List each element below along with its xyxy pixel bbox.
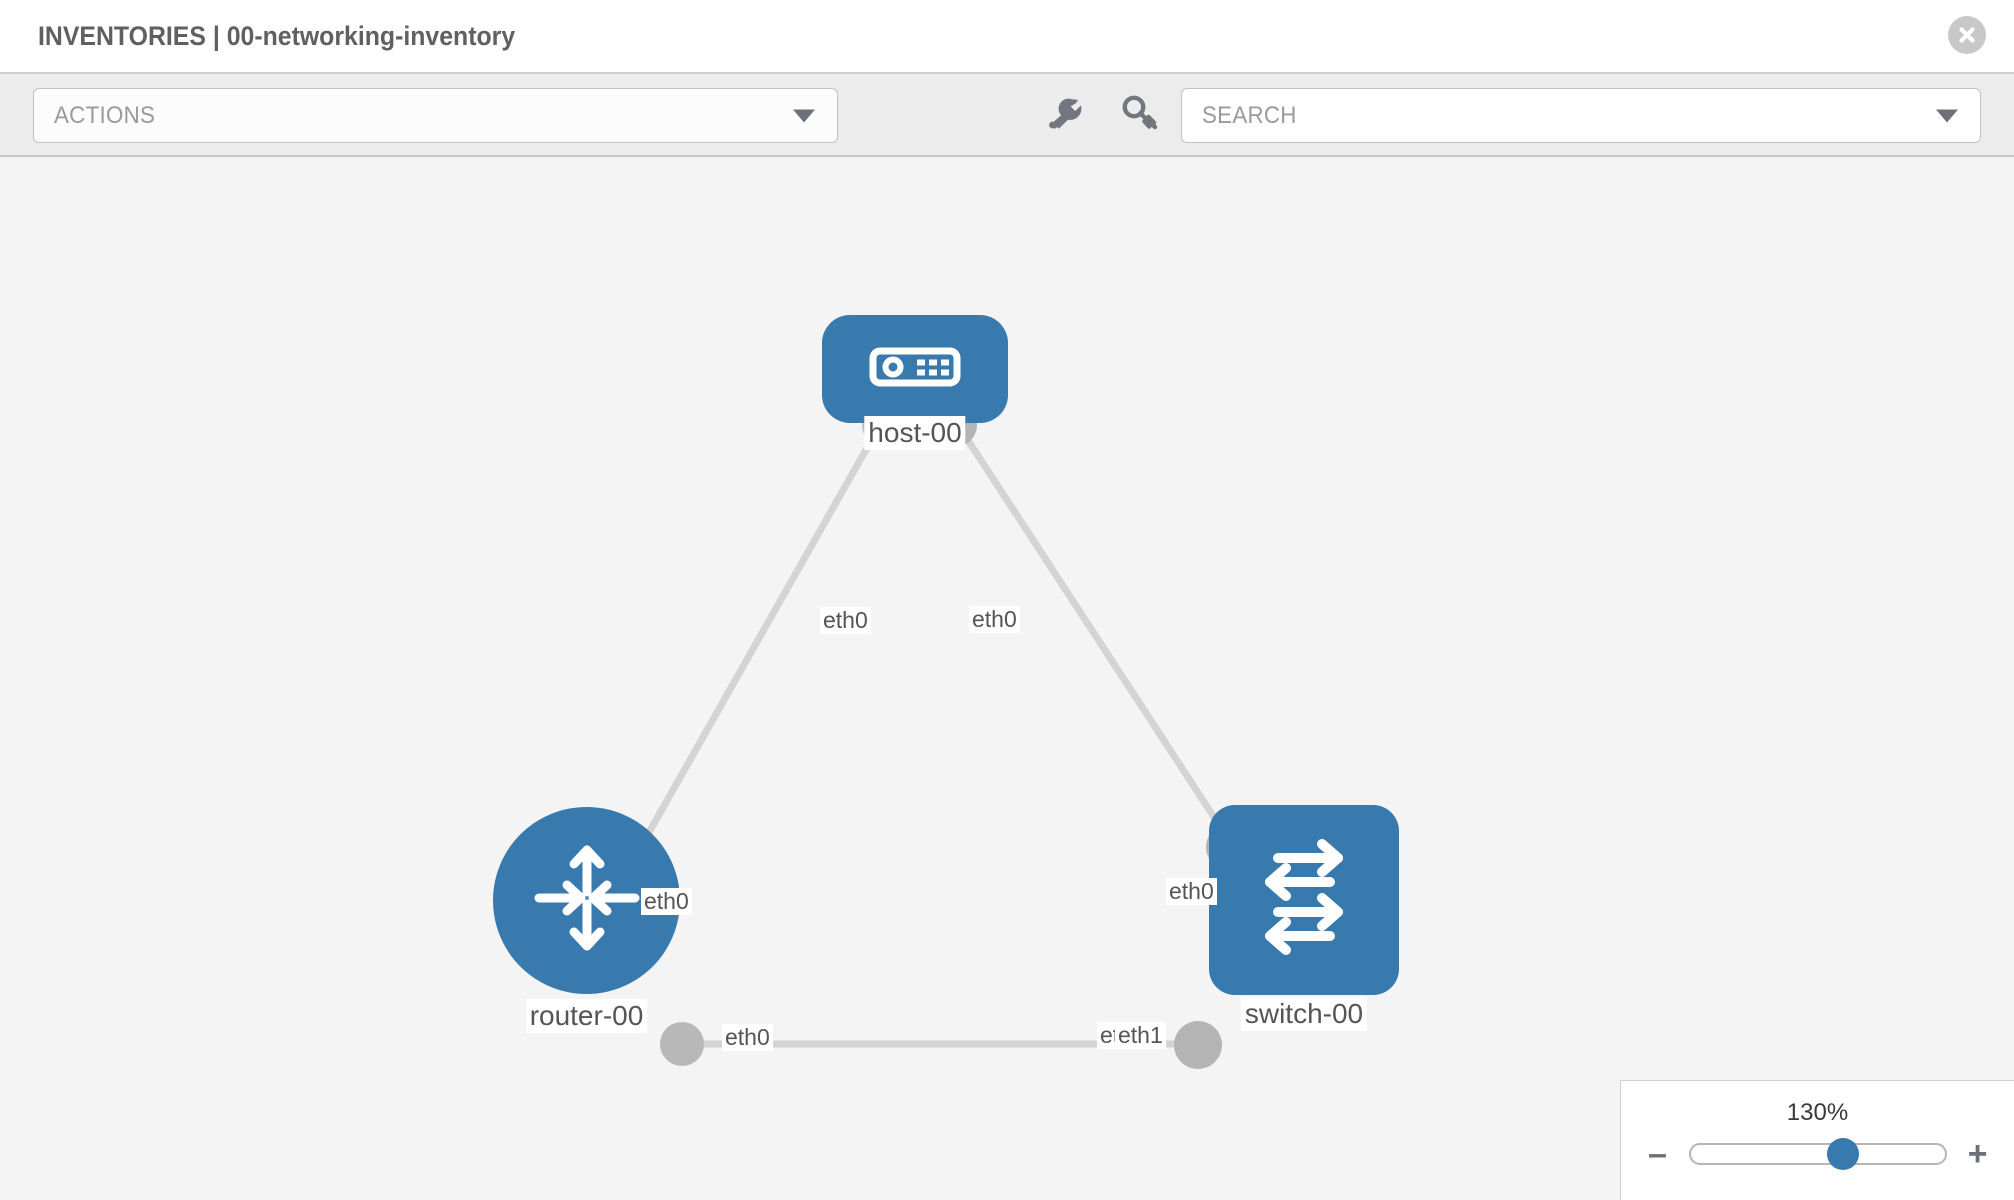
- search-placeholder: SEARCH: [1202, 101, 1297, 129]
- toolbar: ACTIONS SEARCH: [0, 72, 2014, 157]
- topology-canvas[interactable]: host-00: [0, 157, 2014, 1200]
- toolbar-icon-group: [1045, 92, 1161, 137]
- node-host-00-shape[interactable]: [822, 315, 1008, 423]
- node-router-00[interactable]: router-00: [493, 807, 680, 1033]
- zoom-control: 130% – +: [1620, 1080, 2014, 1200]
- zoom-slider-thumb[interactable]: [1826, 1138, 1859, 1170]
- wrench-icon[interactable]: [1045, 92, 1085, 137]
- port-switch-left: [1174, 1021, 1222, 1069]
- chevron-down-icon[interactable]: [1936, 109, 1958, 122]
- node-host-00[interactable]: host-00: [822, 315, 1008, 450]
- zoom-in-button[interactable]: +: [1967, 1135, 1988, 1173]
- search-input[interactable]: SEARCH: [1181, 88, 1981, 143]
- close-icon: [1956, 24, 1978, 46]
- zoom-percentage-label: 130%: [1786, 1099, 1849, 1126]
- node-switch-00-shape[interactable]: [1209, 805, 1399, 995]
- link-host-switch: [955, 423, 1243, 859]
- port-router-right: [660, 1022, 704, 1066]
- switch-arrows-icon: [1242, 836, 1366, 965]
- link-host-router: [631, 423, 884, 859]
- server-icon: [869, 343, 961, 396]
- router-arrows-icon: [527, 838, 647, 963]
- page-title: INVENTORIES | 00-networking-inventory: [38, 20, 516, 51]
- key-icon[interactable]: [1121, 92, 1161, 137]
- node-router-00-shape[interactable]: [493, 807, 680, 994]
- zoom-slider-row: – +: [1621, 1137, 2014, 1171]
- actions-dropdown-label: ACTIONS: [54, 101, 156, 129]
- topology-links-layer: [631, 403, 1254, 1069]
- actions-dropdown[interactable]: ACTIONS: [33, 88, 838, 143]
- app-header: INVENTORIES | 00-networking-inventory: [0, 0, 2014, 72]
- zoom-out-button[interactable]: –: [1648, 1135, 1667, 1173]
- close-button[interactable]: [1948, 16, 1986, 54]
- chevron-down-icon: [793, 109, 815, 122]
- node-switch-00[interactable]: switch-00: [1209, 805, 1399, 1031]
- zoom-slider[interactable]: [1688, 1138, 1947, 1170]
